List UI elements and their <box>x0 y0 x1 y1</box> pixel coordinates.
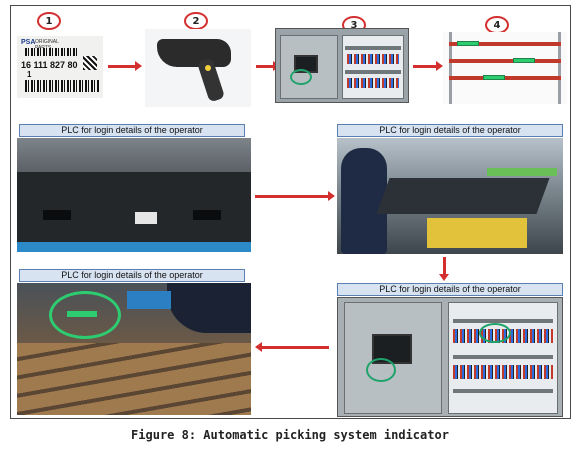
pick-light-indicator <box>513 58 535 63</box>
scanner-trigger-icon <box>205 65 211 71</box>
barcode-icon <box>25 80 99 92</box>
barcode-icon <box>25 48 79 56</box>
photo-label: PLC for login details of the operator <box>337 124 563 137</box>
arrow-right <box>256 61 280 71</box>
qr-code-icon <box>83 56 97 70</box>
arrow-right <box>413 61 443 71</box>
barcode-scanner-image <box>145 29 251 107</box>
operator-working-photo <box>337 138 563 254</box>
operator-figure <box>341 148 387 254</box>
cable <box>366 358 396 382</box>
highlight-circle <box>49 291 121 339</box>
empty-rack-photo <box>17 138 251 252</box>
shelf-indicator-image <box>443 32 567 104</box>
part-brand: PSA <box>21 39 36 46</box>
scanner-icon <box>157 39 231 67</box>
arrow-right <box>108 61 142 71</box>
cabinet-interior <box>448 302 558 414</box>
cable <box>290 69 312 85</box>
figure-frame: 1 PSA ORIGINAL PARTS 16 111 827 80 1 2 3… <box>10 5 571 419</box>
part-label-image: PSA ORIGINAL PARTS 16 111 827 80 1 <box>17 36 103 98</box>
pick-light-indicator <box>457 41 479 46</box>
plc-cabinet-photo <box>337 297 563 417</box>
part-number: 16 111 827 80 <box>21 60 78 70</box>
cabinet-interior <box>342 35 404 99</box>
photo-label: PLC for login details of the operator <box>19 124 245 137</box>
part-tag <box>135 212 157 224</box>
step-badge-1: 1 <box>37 12 61 30</box>
arrow-right <box>255 191 335 201</box>
control-cabinet-image <box>275 28 409 103</box>
photo-label: PLC for login details of the operator <box>19 269 245 282</box>
photo-label: PLC for login details of the operator <box>337 283 563 296</box>
figure-caption: Figure 8: Automatic picking system indic… <box>131 428 449 442</box>
pick-light-indicator <box>483 75 505 80</box>
pick-light-indicator <box>67 311 97 317</box>
step-badge-2: 2 <box>184 12 208 30</box>
arrow-down <box>439 257 449 281</box>
part-qty: 1 <box>27 70 32 79</box>
arrow-left <box>255 342 329 352</box>
picked-parts-photo <box>17 283 251 415</box>
